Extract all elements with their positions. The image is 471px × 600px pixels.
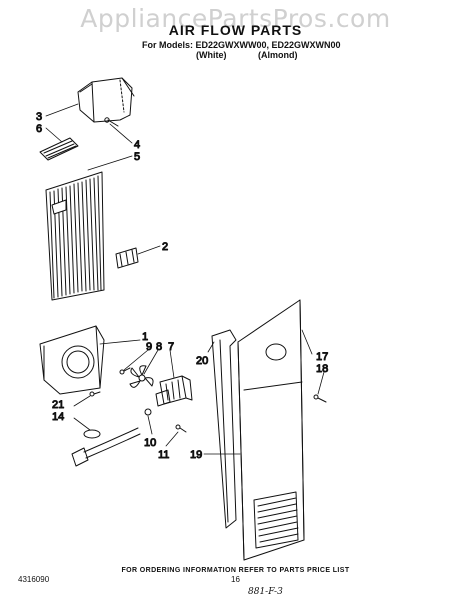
trim-strip-part xyxy=(211,329,237,529)
callout-9: 9 xyxy=(146,341,152,353)
models-line: For Models: ED22GWXWW00, ED22GWXWN00 xyxy=(142,40,341,50)
callout-3: 3 xyxy=(36,111,42,123)
air-duct-part xyxy=(77,77,135,123)
variant-almond: (Almond) xyxy=(258,50,298,60)
callout-19: 19 xyxy=(190,449,202,461)
page-title: AIR FLOW PARTS xyxy=(168,22,303,38)
callout-6: 6 xyxy=(36,123,42,135)
grommet-part xyxy=(144,408,152,416)
fan-motor-part xyxy=(155,375,193,407)
rear-cover-panel xyxy=(237,299,305,561)
screw-part-18 xyxy=(313,394,327,403)
ordering-note: FOR ORDERING INFORMATION REFER TO PARTS … xyxy=(121,567,350,574)
callout-2: 2 xyxy=(162,241,168,253)
leader-lines xyxy=(45,103,325,455)
callout-21: 21 xyxy=(52,399,64,411)
callout-1: 1 xyxy=(142,331,148,343)
callout-numbers: 3 6 4 5 2 1 9 8 7 10 11 21 14 20 17 18 1… xyxy=(36,111,329,462)
page-number: 16 xyxy=(231,575,240,584)
screw-part-21 xyxy=(89,391,101,397)
callout-4: 4 xyxy=(134,139,140,151)
screw-part-9 xyxy=(119,367,131,375)
evaporator-cover-panel xyxy=(45,171,105,301)
handwritten-note: 881-F-3 xyxy=(248,587,283,597)
grille-part xyxy=(39,137,79,161)
watermark: AppliancePartsPros.com xyxy=(80,4,391,33)
callout-14: 14 xyxy=(52,411,64,423)
document-number: 4316090 xyxy=(18,575,50,584)
fan-blade-part xyxy=(129,365,154,388)
variant-white: (White) xyxy=(196,50,227,60)
callout-11: 11 xyxy=(158,449,169,461)
clip-part xyxy=(115,247,139,269)
callout-5: 5 xyxy=(134,151,140,163)
callout-8: 8 xyxy=(156,341,162,353)
wire-harness-part xyxy=(71,427,141,467)
screw-part-4 xyxy=(104,117,119,127)
callout-17: 17 xyxy=(316,351,328,363)
screw-part-11 xyxy=(175,424,187,433)
callout-18: 18 xyxy=(316,363,328,375)
callout-10: 10 xyxy=(144,437,156,449)
fan-shroud-part xyxy=(39,325,105,395)
callout-7: 7 xyxy=(168,341,174,353)
callout-20: 20 xyxy=(196,355,208,367)
